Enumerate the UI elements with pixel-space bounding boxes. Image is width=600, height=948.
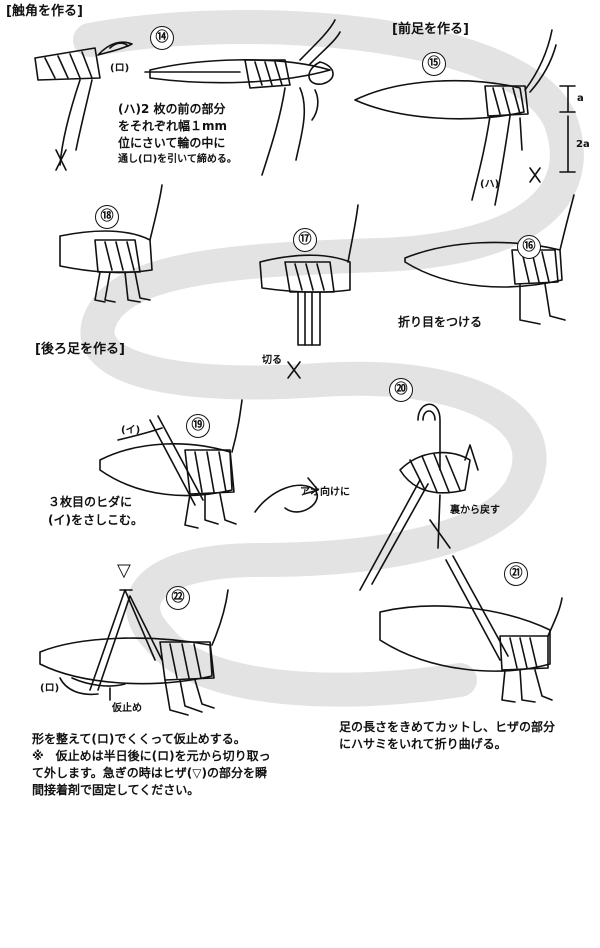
step22-text-3: て外します。急ぎの時はヒザ(▽)の部分を瞬 — [32, 766, 267, 780]
step20-figure — [359, 403, 479, 591]
step-number-18: ⑱ — [95, 205, 119, 229]
step-number-22: ㉒ — [166, 586, 190, 610]
step14-text-2: をそれぞれ幅１mm — [118, 119, 228, 133]
step22-text-1: 形を整えて(ロ)でくくって仮止めする。 — [32, 732, 246, 746]
step22-text-4: 間接着剤で固定してください。 — [32, 783, 200, 797]
step19-text-2: (イ)をさしこむ。 — [48, 513, 143, 527]
label-i: (イ) — [121, 425, 141, 436]
background-swirl — [73, 10, 584, 707]
label-cut: 切る — [262, 355, 282, 366]
knee-triangle-icon: ▽ — [117, 560, 131, 581]
label-2a: 2a — [576, 139, 590, 150]
step18-figure — [59, 184, 163, 303]
label-ha: (ハ) — [480, 179, 500, 190]
section-title-front-legs: [前足を作る] — [392, 22, 469, 37]
step21-text-1: 足の長さをきめてカットし、ヒザの部分 — [339, 720, 556, 734]
step21-figure — [379, 555, 563, 703]
label-a: a — [577, 93, 584, 104]
label-ro: (ロ) — [110, 63, 130, 74]
label-kari: 仮止め — [112, 703, 142, 714]
label-face-up: アオ向けに — [300, 487, 350, 498]
label-crease: 折り目をつける — [398, 315, 483, 329]
step17-figure — [259, 204, 359, 379]
step14-text-1: (ハ)2 枚の前の部分 — [118, 102, 226, 116]
step21-text-2: にハサミをいれて折り曲げる。 — [339, 737, 507, 751]
step19-figure — [99, 399, 243, 529]
step-number-19: ⑲ — [186, 414, 210, 438]
step14-text-4: 通し(ロ)を引いて締める。 — [118, 154, 237, 165]
step-number-17: ⑰ — [293, 228, 317, 252]
face-up-arrow — [254, 484, 318, 513]
section-title-antenna: [触角を作る] — [6, 4, 83, 19]
label-ro-22: (ロ) — [40, 683, 60, 694]
section-title-hind-legs: [後ろ足を作る] — [35, 342, 125, 357]
step-number-21: ㉑ — [504, 562, 528, 586]
step16-figure — [404, 194, 575, 325]
step22-figure — [39, 589, 229, 716]
step-number-16: ⑯ — [517, 235, 541, 259]
step14-text-3: 位にさいて輪の中に — [118, 136, 226, 150]
step-number-14: ⑭ — [150, 26, 174, 50]
step-number-15: ⑮ — [422, 52, 446, 76]
step22-text-2: ※ 仮止めは半日後に(ロ)を元から切り取っ — [32, 749, 271, 763]
step19-text-1: ３枚目のヒダに — [48, 495, 133, 509]
label-return-back: 裏から戻す — [450, 505, 500, 516]
step-number-20: ⑳ — [389, 378, 413, 402]
step14-figure — [34, 19, 341, 176]
step15-figure — [354, 29, 576, 206]
